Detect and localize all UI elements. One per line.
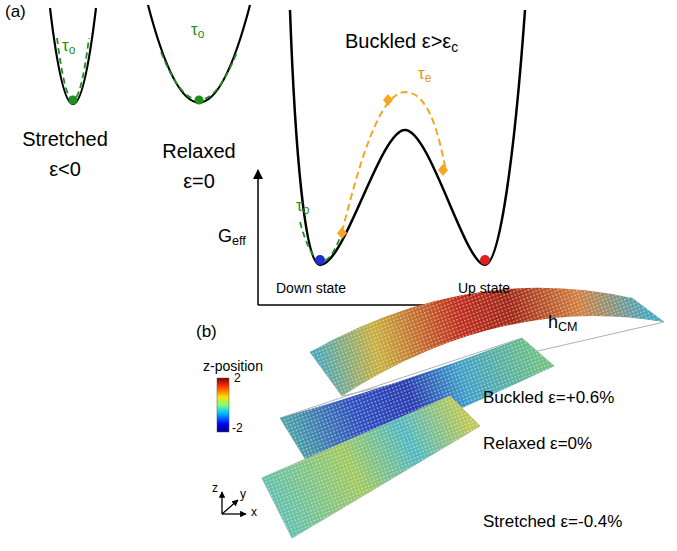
axis-label: Geff	[218, 226, 246, 247]
substrate-plane	[262, 396, 480, 538]
state-title: Buckled ε>εc	[345, 30, 458, 53]
down-dot	[315, 255, 325, 265]
state-dot	[195, 96, 204, 105]
state-title: Relaxed ε=0	[149, 136, 249, 196]
axis	[257, 170, 259, 305]
tick-label: 2	[234, 372, 241, 386]
panel-label: (b)	[196, 322, 217, 342]
escape-path	[342, 92, 446, 232]
state-label: Up state	[458, 280, 510, 296]
oscillation-path	[57, 38, 89, 100]
state-dot	[69, 96, 78, 105]
time-label: τo	[296, 196, 309, 216]
potential-well	[50, 8, 96, 104]
oscillation-path	[161, 52, 237, 100]
axis-letter: x	[251, 506, 257, 520]
panel-label: (a)	[5, 2, 26, 22]
axis-label: hCM	[548, 312, 578, 333]
time-label: τe	[418, 64, 431, 84]
potential-well	[148, 5, 250, 103]
time-label: τo	[62, 36, 75, 56]
state-label: Down state	[276, 280, 346, 296]
axis-letter: z	[212, 482, 218, 496]
tick-label: -2	[232, 422, 243, 436]
escape-markers	[337, 94, 448, 239]
colorbar-title: z-position	[203, 358, 263, 374]
strip-label: Stretched ε=-0.4%	[483, 512, 622, 532]
atom-lattice	[262, 396, 480, 538]
time-label: τo	[191, 20, 204, 40]
strip-label: Relaxed ε=0%	[483, 434, 592, 454]
state-title: Stretched ε<0	[15, 124, 115, 184]
axis-letter: y	[240, 488, 246, 502]
strip-label: Buckled ε=+0.6%	[483, 388, 614, 408]
double-well	[290, 10, 525, 265]
stretched-sheet	[262, 396, 480, 538]
up-dot	[480, 255, 490, 265]
colorbar	[217, 378, 229, 432]
